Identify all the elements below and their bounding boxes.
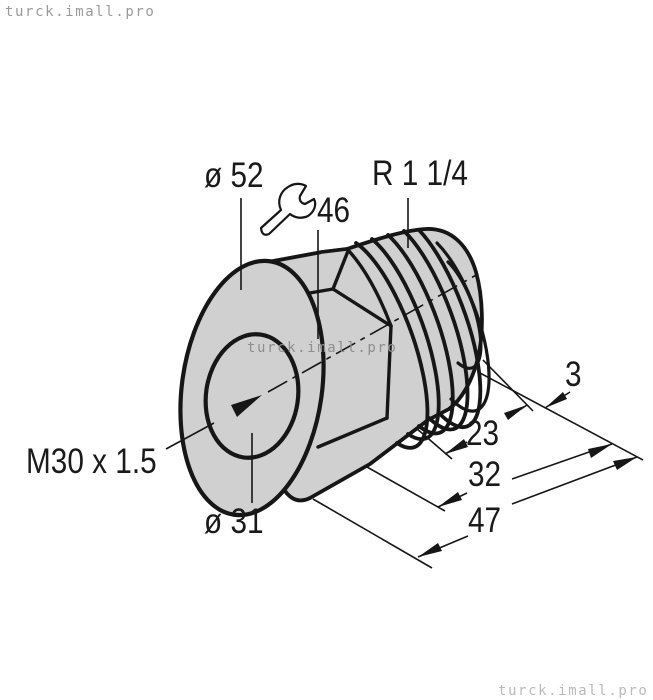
dim-label-chamfer: 3 [565,355,582,394]
dim-label-body-length: 32 [468,455,502,494]
centerline [165,273,479,450]
label-bore-diameter: ø 31 [204,502,264,541]
m30-leader-line [165,422,215,450]
arrow-23-right [504,405,527,420]
dim-label-thread-length: 23 [466,414,500,453]
arrow-32-right [588,444,612,458]
ext-front-face [312,498,433,569]
dimension-arrowheads [418,392,637,557]
watermark-center: turck.imall.pro [247,340,398,356]
m30-leader-arrowhead [231,395,262,417]
label-wrench-size: 46 [317,191,351,230]
watermark-top-left: turck.imall.pro [5,4,156,20]
arrow-23-left [445,439,468,454]
watermark-bottom-right: turck.imall.pro [498,683,649,699]
ext-hex-front [366,466,446,512]
ext-right-end [479,372,644,461]
label-internal-thread: M30 x 1.5 [26,442,157,481]
arrow-47-left [418,543,442,557]
ext-thread-end [482,359,534,412]
arrow-32-left [438,492,462,507]
bore-hole [203,332,301,460]
label-external-thread: R 1 1/4 [372,154,468,193]
leader-lines [240,198,409,503]
arrow-3 [545,392,567,408]
part-body [178,227,491,518]
axis-dash-dot-line [267,273,479,393]
wrench-icon [259,182,317,236]
arrow-47-right [613,457,637,470]
hex-edges [266,247,393,449]
dim-label-overall-length: 47 [468,501,502,540]
extension-lines [312,359,644,569]
label-flange-diameter: ø 52 [204,156,264,195]
